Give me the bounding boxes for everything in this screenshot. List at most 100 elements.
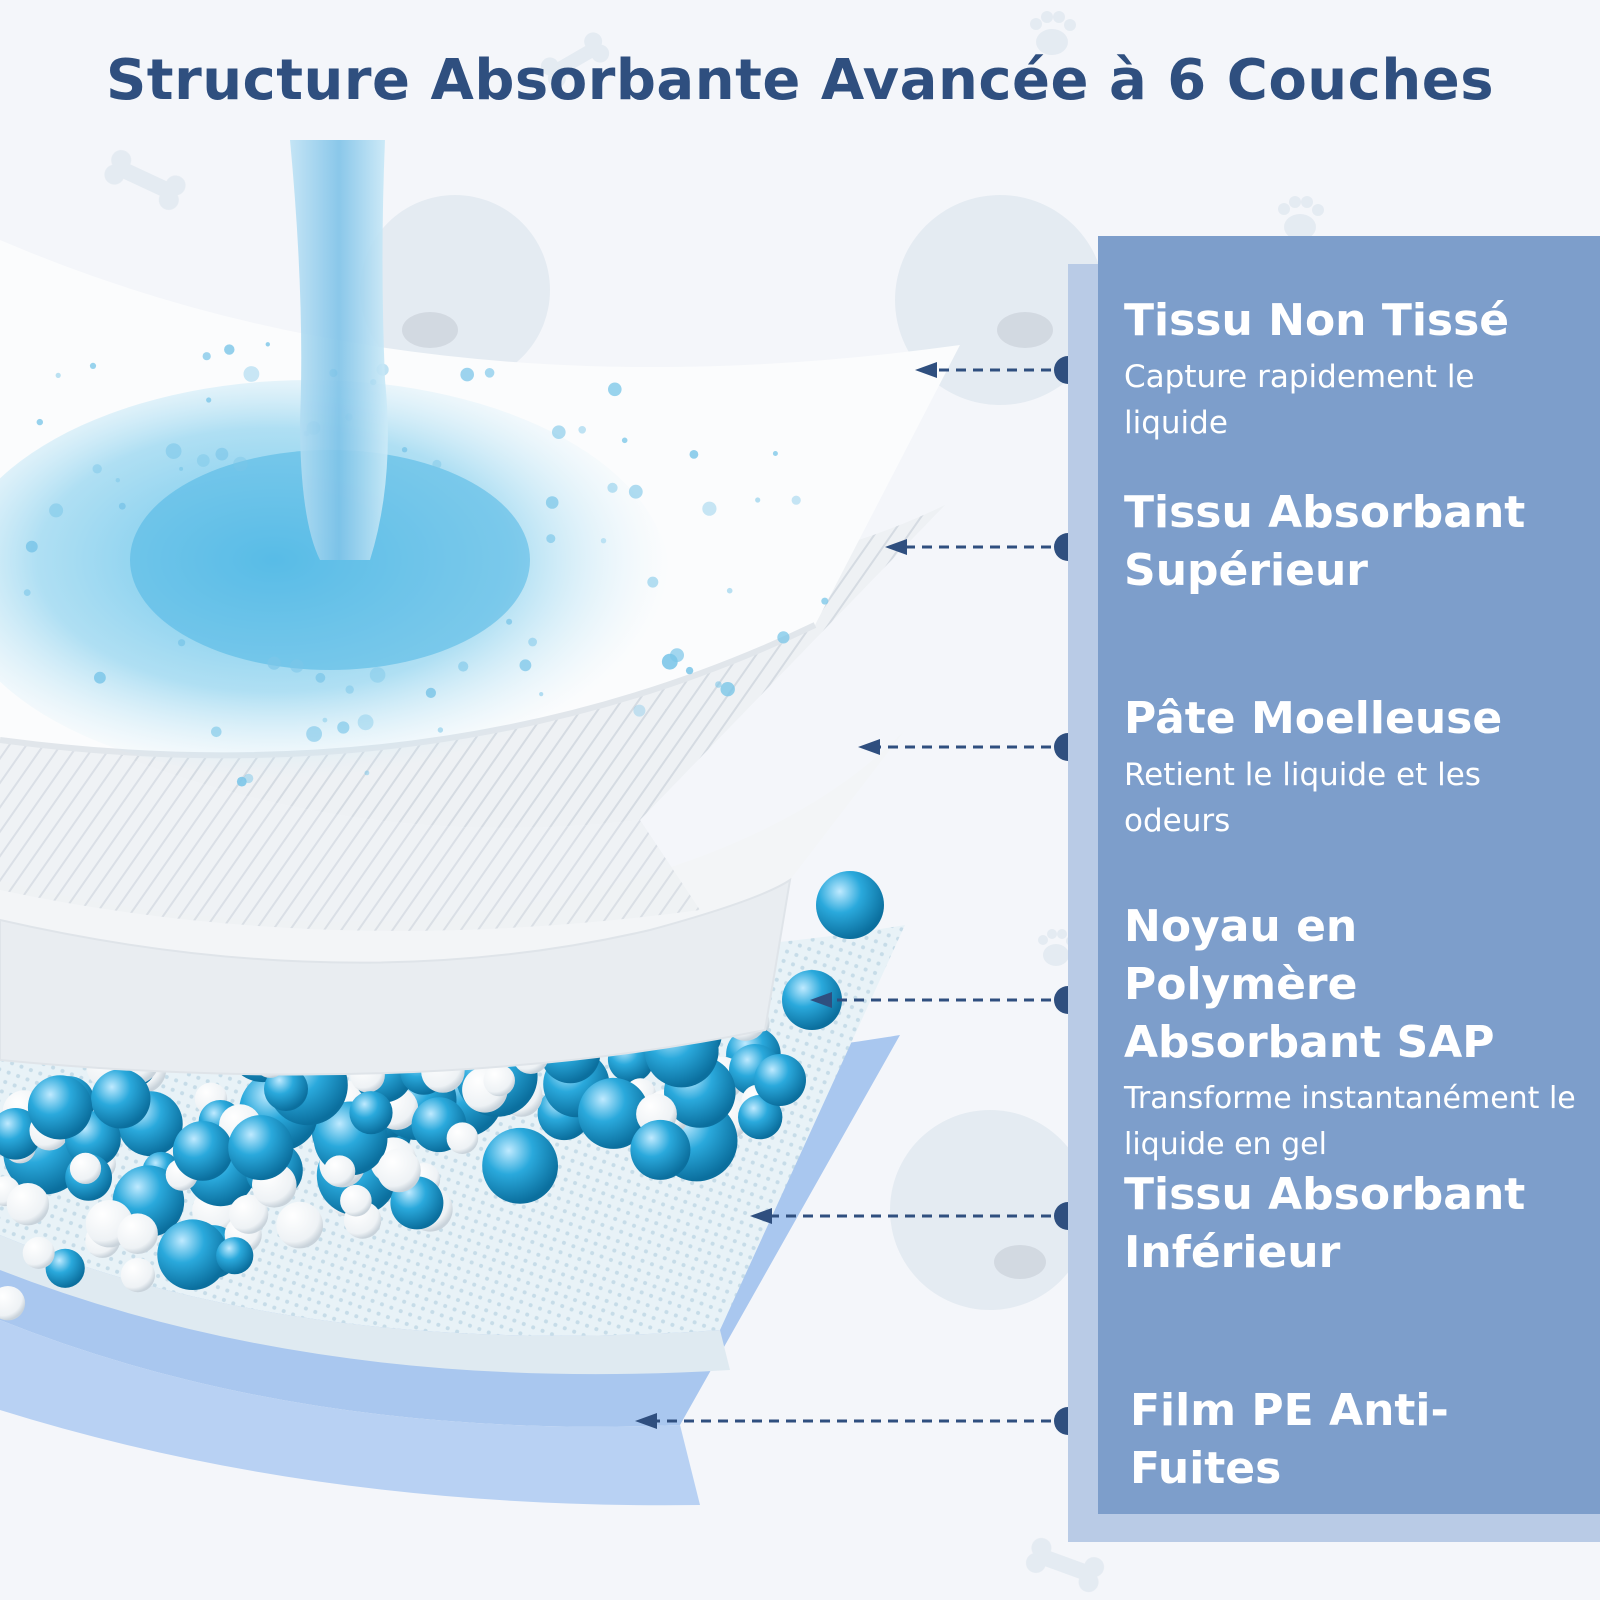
water-droplet [369,667,386,683]
water-droplet [528,637,537,647]
sap-white-bead [377,1148,421,1193]
water-droplet [115,478,121,483]
water-droplet [621,437,628,444]
dog-face-icon [360,195,550,385]
water-droplet [92,464,102,474]
water-droplet [460,367,475,382]
water-droplet [715,681,722,688]
label-panel [1098,236,1600,1514]
water-droplet [607,482,618,493]
layer-description: Retient le liquide et les odeurs [1124,757,1481,839]
arrow-left-icon [885,539,907,555]
layer-name: Tissu Absorbant Inférieur [1124,1169,1526,1278]
sap-gel-bead [738,1094,783,1140]
layer-label-pe-film: Film PE Anti-Fuites [1130,1382,1600,1502]
layer-fluff-pulp-side [0,877,792,1076]
water-droplet [519,659,532,672]
sap-white-bead [323,1155,356,1187]
layer-label-non-woven: Tissu Non Tissé Capture rapidement le li… [1124,292,1594,446]
water-droplet [55,372,61,378]
layer-name: Film PE Anti-Fuites [1130,1385,1449,1494]
arrow-left-icon [635,1413,657,1429]
sap-gel-bead [157,1219,228,1290]
water-droplet [322,717,328,723]
water-droplet [364,770,370,776]
layer-description: Transforme instantanément le liquide en … [1124,1081,1576,1162]
sap-gel-bead [630,1119,691,1180]
sap-white-bead [276,1201,324,1249]
water-droplet [357,714,374,731]
water-droplet [628,484,643,499]
water-droplet [578,426,586,434]
bone-icon [104,150,186,210]
water-droplet [215,447,229,461]
water-droplet [267,656,281,670]
water-stream-icon [290,140,388,560]
water-droplet [243,366,260,382]
sap-gel-bead [228,1115,294,1181]
layer-pe-film-edge [0,1320,700,1506]
water-droplet [211,726,222,738]
water-droplet [647,576,659,588]
sap-gel-bead [578,1077,649,1149]
water-droplet [401,447,408,453]
layer-name: Tissu Absorbant Supérieur [1124,487,1526,596]
sap-gel-bead [27,1075,93,1140]
arrow-left-icon [750,1208,772,1224]
water-droplet [315,672,326,683]
water-droplet [600,538,607,544]
paw-icon [1030,11,1076,55]
sap-gel-bead [216,1237,254,1275]
water-droplet [821,597,829,605]
water-droplet [118,502,126,510]
water-droplet [608,382,622,397]
water-droplet [94,671,106,684]
water-droplet [425,687,436,699]
layer-label-fluff-pulp: Pâte Moelleuse Retient le liquide et les… [1124,690,1594,844]
sap-gel-bead [754,1054,806,1106]
water-droplet [545,496,559,509]
water-droplet [777,631,790,644]
sap-gel-bead [349,1091,393,1135]
water-droplet [702,501,717,516]
water-droplet [755,497,761,503]
sap-white-bead [229,1194,269,1234]
layer-label-sap-core: Noyau en Polymère Absorbant SAP Transfor… [1124,898,1594,1168]
page-title: Structure Absorbante Avancée à 6 Couches [105,48,1495,113]
water-droplet [506,618,513,625]
water-droplet [484,368,495,378]
sap-gel-bead [816,871,884,939]
water-droplet [25,540,38,553]
water-droplet [689,450,699,459]
paw-icon [1278,196,1324,240]
water-droplet [337,721,350,734]
layer-description: Capture rapidement le liquide [1124,359,1475,441]
sap-white-bead [120,1258,155,1293]
water-droplet [772,451,778,456]
sap-white-bead [22,1236,55,1269]
sap-gel-bead [482,1127,558,1204]
arrow-left-icon [810,992,832,1008]
water-droplet [306,726,322,742]
water-droplet [236,776,247,787]
sap-white-bead [483,1064,515,1097]
sap-white-bead [0,1286,26,1321]
sap-gel-bead [91,1069,151,1129]
water-droplet [432,459,442,469]
water-droplet [196,454,210,467]
water-droplet [539,692,544,697]
water-droplet [206,397,212,403]
arrow-left-icon [858,739,880,755]
layer-label-lower-absorbent: Tissu Absorbant Inférieur [1124,1166,1594,1286]
water-droplet [290,659,304,673]
layer-lower-absorbent-edge [0,1235,730,1375]
water-droplet [36,418,43,426]
sap-white-bead [117,1213,158,1254]
water-droplet [633,704,646,717]
water-droplet [437,727,444,733]
bone-icon [540,32,610,88]
water-droplet [165,443,182,459]
water-droplet [202,352,211,361]
water-droplet [670,648,684,663]
layer-label-upper-absorbent: Tissu Absorbant Supérieur [1124,484,1594,604]
